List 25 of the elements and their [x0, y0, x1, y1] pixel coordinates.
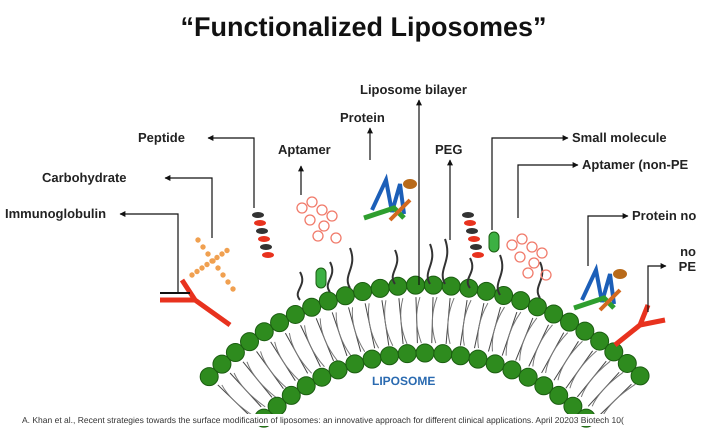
part-label: PEG	[435, 142, 462, 157]
leader-line	[587, 213, 629, 266]
leader-line	[207, 135, 255, 208]
leader-line	[517, 162, 579, 218]
leader-line	[119, 211, 179, 292]
part-label: Peptide	[138, 130, 185, 145]
leader-line	[416, 99, 422, 285]
leader-line	[367, 127, 373, 160]
part-label: Protein no	[632, 208, 696, 223]
leader-line	[447, 159, 453, 240]
part-label: Protein	[340, 110, 385, 125]
part-label: Aptamer (non-PE	[582, 157, 688, 172]
leader-line	[164, 175, 213, 238]
part-label: Carbohydrate	[42, 170, 127, 185]
citation-caption: A. Khan et al., Recent strategies towards the surface modification of liposomes: an innovative approach for different clinical applications. April 20203 Biotech 10(	[22, 414, 624, 426]
leader-line	[298, 165, 304, 195]
part-label: Liposome bilayer	[360, 82, 467, 97]
part-label: Aptamer	[278, 142, 331, 157]
part-label: Immunoglobulin	[5, 206, 106, 221]
title: “Functionalized Liposomes”	[179, 12, 548, 43]
part-label: Small molecule	[572, 130, 667, 145]
part-label: no PE	[668, 244, 696, 274]
leader-line	[491, 135, 569, 230]
structure-label: LIPOSOME	[372, 374, 436, 389]
leader-line	[647, 263, 667, 312]
